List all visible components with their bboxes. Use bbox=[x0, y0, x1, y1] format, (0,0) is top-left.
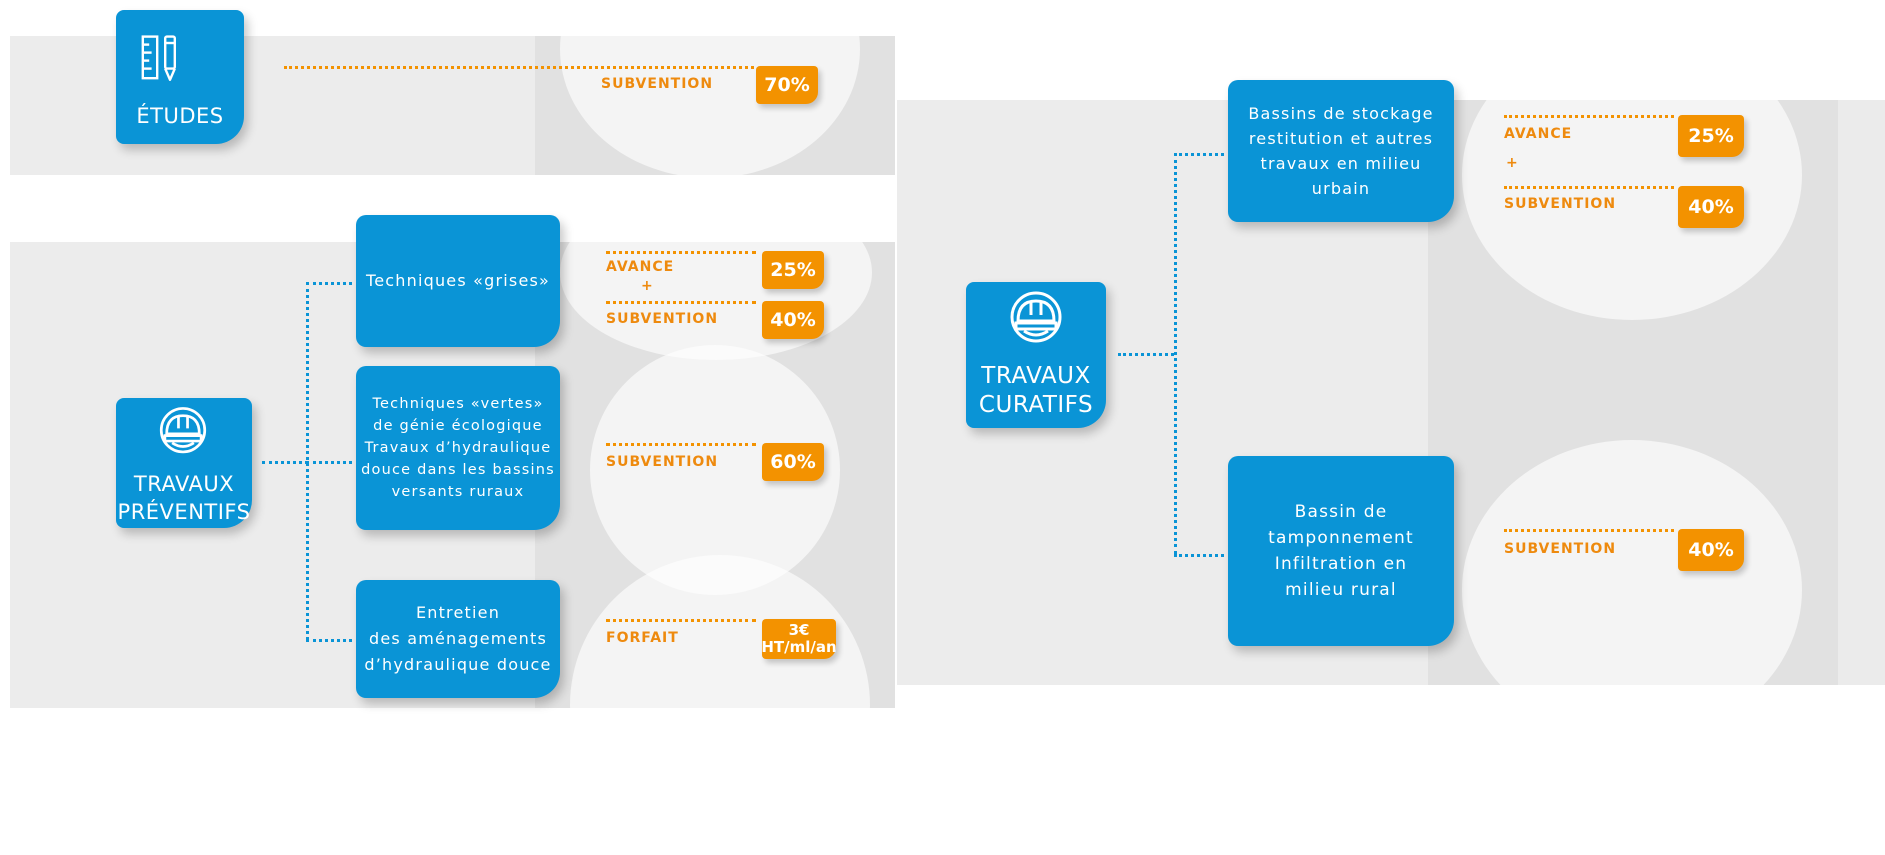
preventifs-item-grises-label-2: SUBVENTION bbox=[606, 311, 719, 327]
preventifs-connector-1 bbox=[306, 282, 352, 285]
preventifs-item-grises-rate-2: 40% bbox=[762, 301, 824, 339]
curatifs-category-box: TRAVAUX CURATIFS bbox=[966, 282, 1106, 428]
curatifs-item-bassin-tamponnement-rate: 40% bbox=[1678, 529, 1744, 571]
curatifs-item-bassin-tamponnement-dots bbox=[1504, 529, 1674, 532]
curatifs-item-bassin-tamponnement-label: SUBVENTION bbox=[1504, 541, 1617, 557]
curatifs-circle-2 bbox=[1462, 440, 1802, 740]
curatifs-item-bassin-tamponnement: Bassin de tamponnement Infiltration en m… bbox=[1228, 456, 1454, 646]
preventifs-item-grises-dots-2 bbox=[606, 301, 756, 304]
preventifs-connector-2 bbox=[306, 461, 352, 464]
preventifs-connector-main bbox=[262, 461, 308, 464]
curatifs-connector-vertical bbox=[1174, 153, 1177, 554]
curatifs-item-bassins-stockage-rate-2: 40% bbox=[1678, 186, 1744, 228]
curatifs-item-bassins-stockage-label-1: AVANCE bbox=[1504, 126, 1573, 142]
preventifs-item-vertes-rate: 60% bbox=[762, 443, 824, 481]
preventifs-item-vertes-dots bbox=[606, 443, 756, 446]
hard-hat-icon bbox=[1010, 291, 1062, 343]
etudes-rate: 70% bbox=[756, 66, 818, 104]
etudes-title: ÉTUDES bbox=[136, 104, 224, 128]
curatifs-band-edge bbox=[1838, 100, 1885, 685]
curatifs-item-bassins-stockage-dots-2 bbox=[1504, 186, 1674, 189]
curatifs-item-bassins-stockage-dots-1 bbox=[1504, 115, 1674, 118]
preventifs-category-box: TRAVAUX PRÉVENTIFS bbox=[116, 398, 252, 528]
preventifs-item-vertes: Techniques «vertes» de génie écologique … bbox=[356, 366, 560, 530]
preventifs-item-entretien-label: FORFAIT bbox=[606, 630, 679, 646]
preventifs-item-grises-label-1: AVANCE bbox=[606, 259, 675, 275]
curatifs-title: TRAVAUX CURATIFS bbox=[978, 363, 1094, 418]
preventifs-item-grises-label-plus: + bbox=[641, 278, 654, 294]
ruler-pencil-icon bbox=[141, 35, 176, 82]
etudes-category-box: ÉTUDES bbox=[116, 10, 244, 144]
etudes-connector bbox=[284, 66, 754, 69]
preventifs-connector-3 bbox=[306, 639, 352, 642]
curatifs-item-bassins-stockage-label-2: SUBVENTION bbox=[1504, 196, 1617, 212]
hard-hat-icon bbox=[159, 407, 207, 454]
preventifs-title: TRAVAUX PRÉVENTIFS bbox=[117, 472, 251, 524]
preventifs-item-grises-rate-1: 25% bbox=[762, 251, 824, 289]
curatifs-item-bassins-stockage: Bassins de stockage restitution et autre… bbox=[1228, 80, 1454, 222]
curatifs-connector-main bbox=[1118, 353, 1174, 356]
preventifs-item-entretien-rate: 3€ HT/ml/an bbox=[761, 619, 837, 659]
curatifs-item-bassins-stockage-label-plus: + bbox=[1506, 155, 1519, 171]
preventifs-circle-3 bbox=[570, 555, 870, 855]
preventifs-item-grises: Techniques «grises» bbox=[356, 215, 560, 347]
curatifs-connector-1 bbox=[1174, 153, 1224, 156]
preventifs-item-vertes-label: SUBVENTION bbox=[606, 454, 719, 470]
etudes-subvention-label: SUBVENTION bbox=[601, 76, 714, 92]
preventifs-item-entretien: Entretien des aménagements d’hydraulique… bbox=[356, 580, 560, 698]
curatifs-item-bassins-stockage-rate-1: 25% bbox=[1678, 115, 1744, 157]
preventifs-item-entretien-dots bbox=[606, 619, 756, 622]
curatifs-circle-1 bbox=[1462, 30, 1802, 320]
curatifs-connector-2 bbox=[1174, 554, 1224, 557]
preventifs-item-grises-dots-1 bbox=[606, 251, 756, 254]
